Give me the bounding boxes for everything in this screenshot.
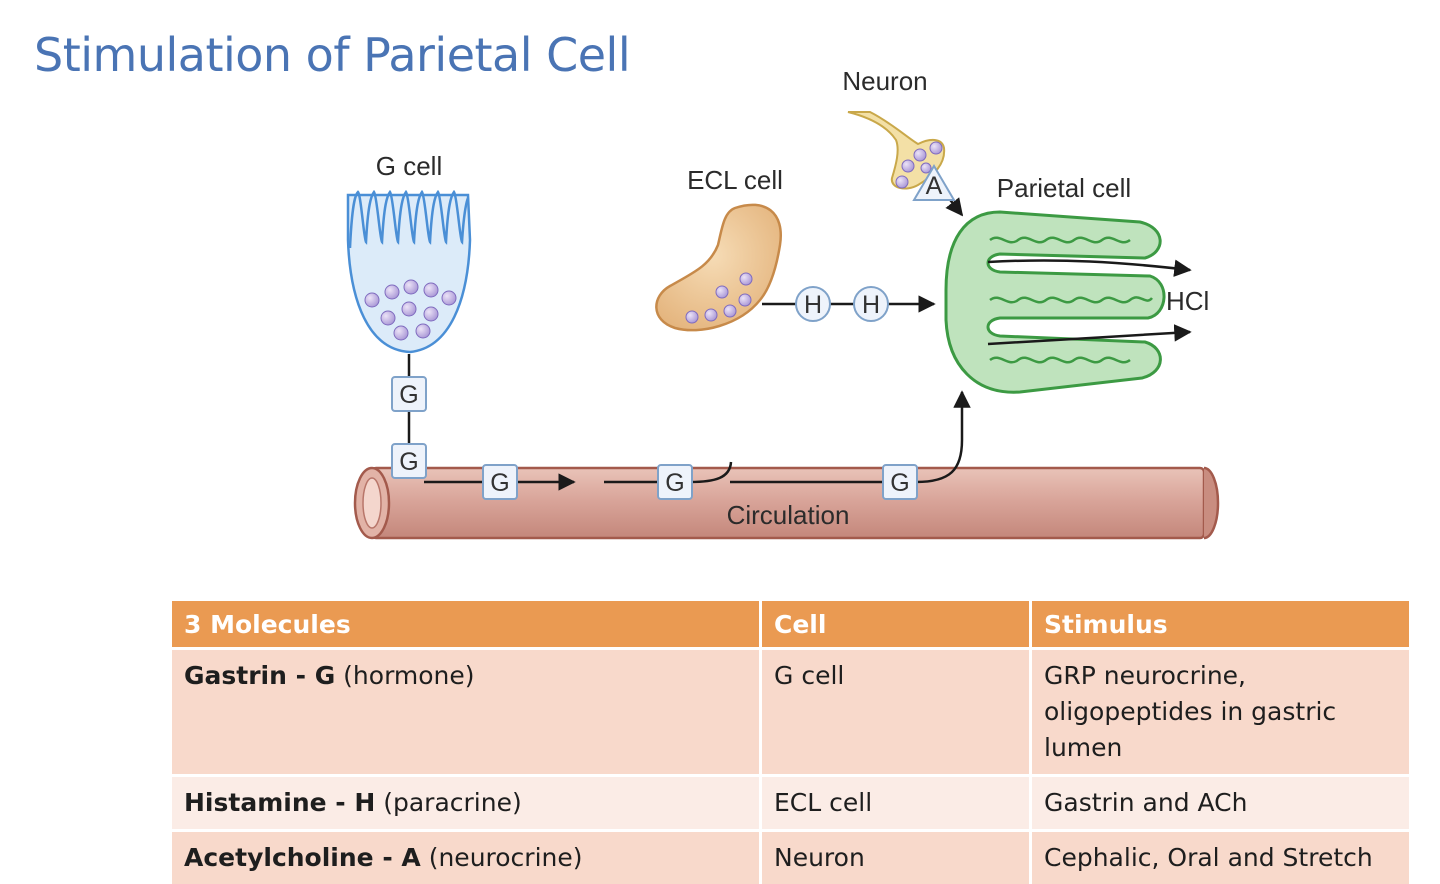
stimulus-cell: Gastrin and ACh: [1030, 774, 1409, 831]
gastrin-tag: G: [391, 443, 427, 479]
molecule-type: (paracrine): [375, 788, 522, 817]
blood-vessel: [353, 466, 1220, 540]
source-cell: G cell: [760, 647, 1032, 776]
molecule-type: (neurocrine): [420, 843, 583, 872]
stimulus-cell: GRP neurocrine, oligopeptides in gastric…: [1030, 647, 1409, 776]
hcl-label: HCl: [1166, 286, 1209, 316]
gastrin-tag: G: [657, 464, 693, 500]
table-row: Histamine - H (paracrine) ECL cell Gastr…: [172, 774, 1409, 831]
ecl-cell: ECL cell: [655, 165, 783, 332]
circulation-label: Circulation: [727, 500, 850, 530]
slide-title: Stimulation of Parietal Cell: [34, 28, 631, 82]
ecl-cell-vesicles: [685, 272, 753, 324]
svg-text:H: H: [804, 291, 822, 319]
gastrin-tag: G: [882, 464, 918, 500]
molecule-cell: Histamine - H (paracrine): [172, 774, 762, 831]
histamine-tag: H: [853, 286, 889, 322]
neuron-vesicles: [895, 141, 943, 189]
source-cell: ECL cell: [760, 774, 1032, 831]
parietal-cell-diagram: G cell G G G G G Circulation ECL: [346, 66, 1220, 540]
neuron-label: Neuron: [842, 66, 927, 96]
g-cell: G cell: [346, 151, 472, 354]
molecule-type: (hormone): [335, 661, 475, 690]
molecule-name: Histamine - H: [184, 788, 376, 817]
neuron: Neuron: [842, 66, 946, 190]
acetylcholine-tag: A: [912, 164, 956, 201]
svg-text:G: G: [399, 381, 418, 409]
svg-text:G: G: [890, 469, 909, 497]
svg-text:H: H: [862, 291, 880, 319]
molecules-table: 3 Molecules Cell Stimulus Gastrin - G (h…: [172, 601, 1409, 884]
svg-text:A: A: [926, 172, 943, 200]
molecule-cell: Gastrin - G (hormone): [172, 647, 762, 776]
parietal-cell-label: Parietal cell: [997, 173, 1131, 203]
svg-text:G: G: [665, 469, 684, 497]
gastrin-tag: G: [391, 376, 427, 412]
column-header-stimulus: Stimulus: [1030, 601, 1409, 649]
hcl-arrows: [987, 259, 1192, 346]
histamine-tag: H: [795, 286, 831, 322]
source-cell: Neuron: [760, 829, 1032, 884]
table-row: Gastrin - G (hormone) G cell GRP neurocr…: [172, 647, 1409, 776]
table-header-row: 3 Molecules Cell Stimulus: [172, 601, 1409, 649]
molecule-name: Acetylcholine - A: [184, 843, 421, 872]
stimulus-cell: Cephalic, Oral and Stretch: [1030, 829, 1409, 884]
column-header-molecules: 3 Molecules: [172, 601, 762, 649]
parietal-cell: Parietal cell: [944, 173, 1166, 394]
molecule-cell: Acetylcholine - A (neurocrine): [172, 829, 762, 884]
column-header-cell: Cell: [760, 601, 1032, 649]
svg-text:G: G: [399, 448, 418, 476]
svg-text:G: G: [490, 469, 509, 497]
table-row: Acetylcholine - A (neurocrine) Neuron Ce…: [172, 829, 1409, 884]
g-cell-label: G cell: [376, 151, 442, 181]
molecule-name: Gastrin - G: [184, 661, 336, 690]
ecl-cell-label: ECL cell: [687, 165, 783, 195]
gastrin-tag: G: [482, 464, 518, 500]
g-cell-vesicles: [364, 279, 457, 341]
